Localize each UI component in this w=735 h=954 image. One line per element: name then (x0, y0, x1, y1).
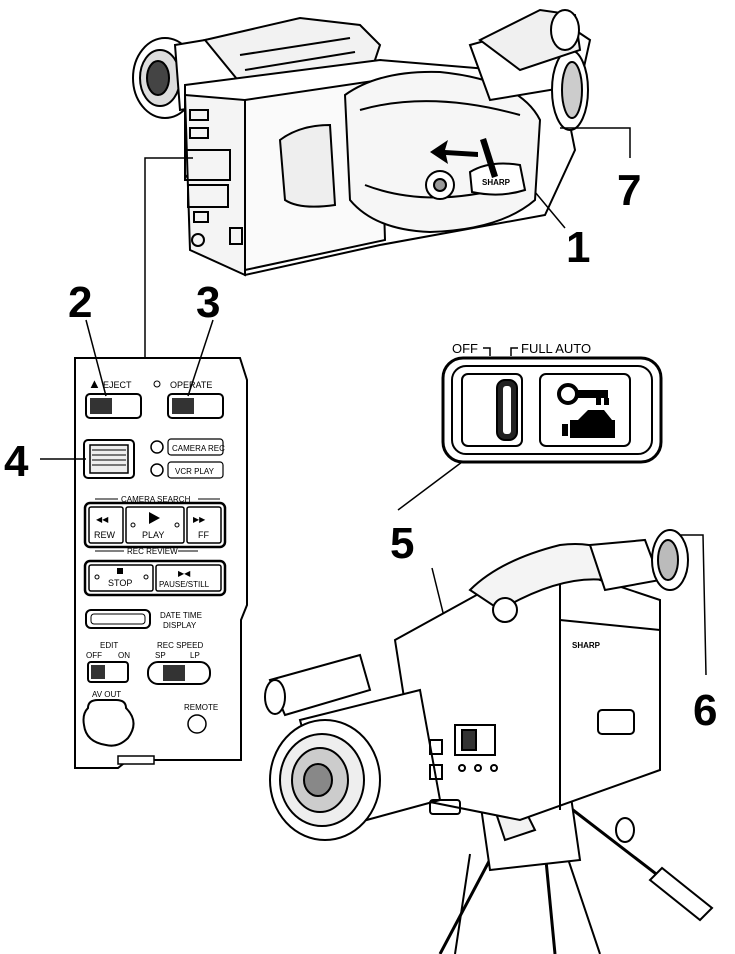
play-label: PLAY (142, 530, 164, 540)
bottom-camcorder: SHARP (264, 529, 714, 954)
pause-icon: ▶◀ (178, 569, 191, 578)
pause-still-label: PAUSE/STILL (159, 580, 210, 589)
arrow-icon (430, 140, 478, 164)
rew-icon: ◀◀ (96, 515, 109, 524)
bottom-brand-label: SHARP (572, 641, 601, 650)
stop-icon (117, 568, 123, 574)
mode-switch-inset: OFF FULL AUTO (441, 341, 663, 464)
vcr-play-label: VCR PLAY (175, 467, 215, 476)
date-time-label-line1: DATE TIME (160, 611, 202, 620)
callout-6: 6 (693, 686, 717, 735)
edit-on-label: ON (118, 651, 130, 660)
camera-rec-led (150, 440, 164, 454)
ff-button[interactable] (186, 506, 222, 544)
eject-slider-knob[interactable] (90, 398, 112, 414)
release-lever-icon (480, 138, 498, 178)
pause-still-button[interactable] (155, 564, 222, 592)
rec-speed-switch-knob[interactable] (163, 665, 185, 681)
stop-button[interactable] (88, 564, 154, 592)
camera-search-label: CAMERA SEARCH (121, 495, 191, 504)
edit-switch-knob[interactable] (91, 665, 105, 679)
camera-icon (562, 410, 615, 438)
callout-5: 5 (390, 519, 414, 568)
top-brand-label: SHARP (482, 178, 511, 187)
av-out-label: AV OUT (92, 690, 121, 699)
edit-off-label: OFF (86, 651, 102, 660)
lp-label: LP (190, 651, 200, 660)
ff-label: FF (198, 530, 209, 540)
play-button[interactable] (125, 506, 185, 544)
mode-full-auto-label: FULL AUTO (521, 341, 591, 356)
play-icon (149, 512, 160, 524)
operate-slider-knob[interactable] (172, 398, 194, 414)
key-icon (557, 383, 609, 405)
mode-off-label: OFF (452, 341, 478, 356)
callout-2: 2 (68, 278, 92, 327)
rew-label: REW (94, 530, 116, 540)
av-out-jack-cover[interactable] (82, 699, 135, 747)
remote-sensor (187, 714, 207, 734)
date-time-label-line2: DISPLAY (163, 621, 197, 630)
rec-speed-label: REC SPEED (157, 641, 203, 650)
callout-1: 1 (566, 223, 590, 272)
callout-4: 4 (4, 437, 29, 486)
callout-7: 7 (617, 166, 641, 215)
vcr-play-led (150, 463, 164, 477)
rew-button[interactable] (88, 506, 124, 544)
camera-rec-button-face[interactable] (89, 444, 129, 474)
callout-3: 3 (196, 278, 220, 327)
ff-icon: ▶▶ (193, 515, 206, 524)
control-panel: ▲ EJECT OPERATE CAMERA REC VCR PLAY CAME… (74, 357, 248, 769)
top-camcorder: SHARP (132, 8, 592, 277)
sp-label: SP (155, 651, 166, 660)
eject-label-text: EJECT (103, 380, 132, 390)
stop-label: STOP (108, 578, 132, 588)
camera-rec-label: CAMERA REC (172, 444, 225, 453)
date-time-display-button[interactable] (85, 609, 151, 629)
eject-label: ▲ (88, 376, 101, 391)
edit-label: EDIT (100, 641, 118, 650)
rec-review-label: REC REVIEW (127, 547, 178, 556)
remote-label: REMOTE (184, 703, 218, 712)
